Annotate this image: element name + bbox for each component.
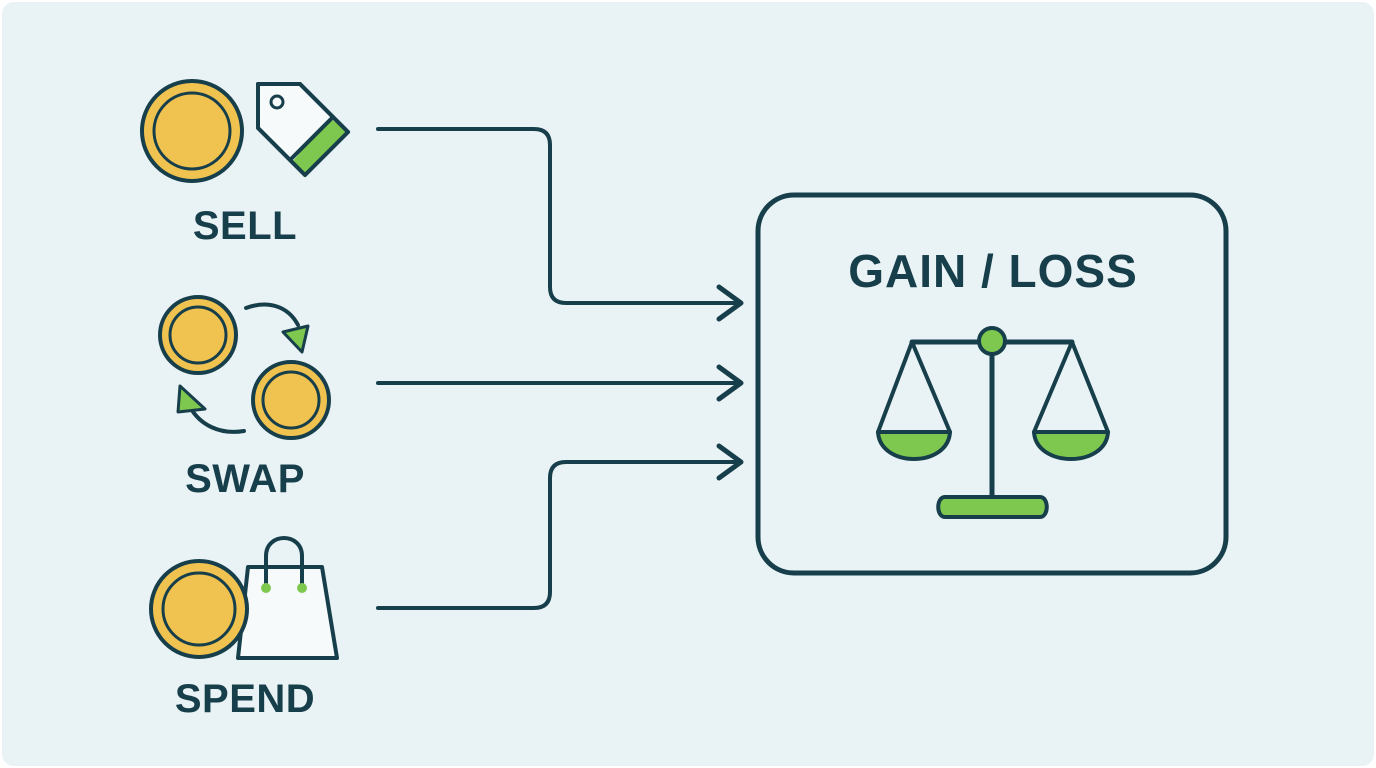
spend-coin-icon bbox=[149, 559, 249, 659]
gain-loss-title: GAIN / LOSS bbox=[848, 245, 1138, 297]
spend-label: SPEND bbox=[174, 677, 316, 721]
price-tag-icon bbox=[256, 82, 350, 177]
sell-label: SELL bbox=[192, 204, 298, 248]
spend-connector-arrow bbox=[376, 443, 744, 610]
balance-scale-icon bbox=[876, 326, 1110, 519]
sell-connector-arrow bbox=[376, 127, 744, 322]
shopping-bag-icon bbox=[236, 536, 339, 660]
cycle-arrows-icon bbox=[176, 302, 310, 434]
swap-coin-bottom-icon bbox=[251, 360, 331, 440]
swap-label: SWAP bbox=[185, 457, 305, 501]
gain-loss-box bbox=[755, 192, 1229, 576]
swap-coin-top-icon bbox=[158, 295, 238, 375]
sell-coin-icon bbox=[140, 79, 244, 183]
swap-connector-arrow bbox=[376, 364, 744, 402]
